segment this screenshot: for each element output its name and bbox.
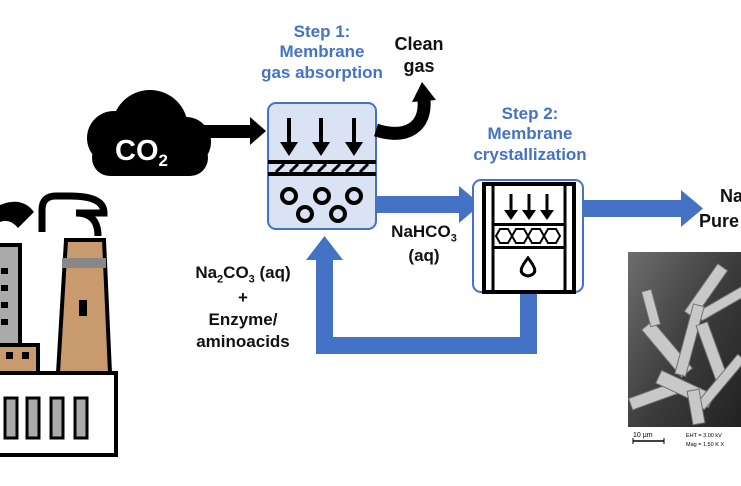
feed-label: Na2CO3 (aq) + Enzyme/ aminoacids bbox=[178, 262, 308, 353]
sem-mag-label: Mag = 1.50 K X bbox=[686, 442, 724, 448]
feed-aminoacids: aminoacids bbox=[196, 331, 290, 351]
step1-title: Step 1: bbox=[293, 22, 351, 41]
step2-line3: crystallization bbox=[473, 144, 587, 164]
product-label-line2: Pure bbox=[699, 211, 741, 233]
sem-scale-label: 10 μm bbox=[633, 432, 653, 439]
nahco3-subscript: 3 bbox=[450, 232, 457, 245]
feed-plus: + bbox=[238, 287, 248, 307]
step1-line2: Membrane bbox=[279, 42, 365, 62]
product-label: Na bbox=[710, 186, 741, 208]
recycle-loop-arrow bbox=[306, 236, 537, 354]
co2-label: CO2 bbox=[115, 135, 168, 170]
co2-cloud-icon bbox=[87, 90, 211, 176]
co2-inlet-arrow bbox=[198, 117, 266, 145]
clean-gas-line2: gas bbox=[403, 55, 435, 76]
factory-icon bbox=[0, 192, 118, 457]
step2-label: Step 2: Membrane crystallization bbox=[456, 104, 604, 165]
co2-subscript: 2 bbox=[159, 151, 168, 170]
clean-gas-line1: Clean bbox=[394, 34, 444, 54]
step2-line2: Membrane bbox=[487, 124, 573, 144]
crystallizer-module-icon bbox=[472, 179, 584, 294]
co2-main-text: CO bbox=[115, 135, 159, 167]
product-line2: Pure bbox=[699, 211, 740, 231]
clean-gas-label: Clean gas bbox=[384, 34, 454, 77]
feed-na-subscript: 2 bbox=[217, 273, 224, 286]
step1-label: Step 1: Membrane gas absorption bbox=[238, 22, 406, 83]
clean-gas-arrow bbox=[374, 82, 436, 140]
feed-co: CO bbox=[223, 263, 249, 282]
step1-line3: gas absorption bbox=[261, 62, 383, 82]
feed-na: Na bbox=[195, 263, 218, 282]
bicarbonate-flow-arrow bbox=[376, 186, 481, 223]
product-line1: Na bbox=[720, 186, 741, 206]
feed-enzyme: Enzyme/ bbox=[208, 309, 278, 329]
absorption-module-icon bbox=[267, 102, 377, 230]
sem-eht-label: EHT = 3.00 kV bbox=[686, 433, 722, 439]
nahco3-phase: (aq) bbox=[408, 245, 440, 265]
nahco3-main: NaHCO bbox=[391, 222, 451, 241]
feed-co-subscript: 3 bbox=[248, 273, 255, 286]
nahco3-label: NaHCO3 (aq) bbox=[376, 222, 472, 266]
feed-phase: (aq) bbox=[254, 263, 291, 282]
step2-title: Step 2: bbox=[501, 104, 559, 123]
sem-micrograph-image: 10 μm EHT = 3.00 kV Mag = 1.50 K X bbox=[627, 252, 741, 450]
product-flow-arrow bbox=[584, 190, 703, 227]
